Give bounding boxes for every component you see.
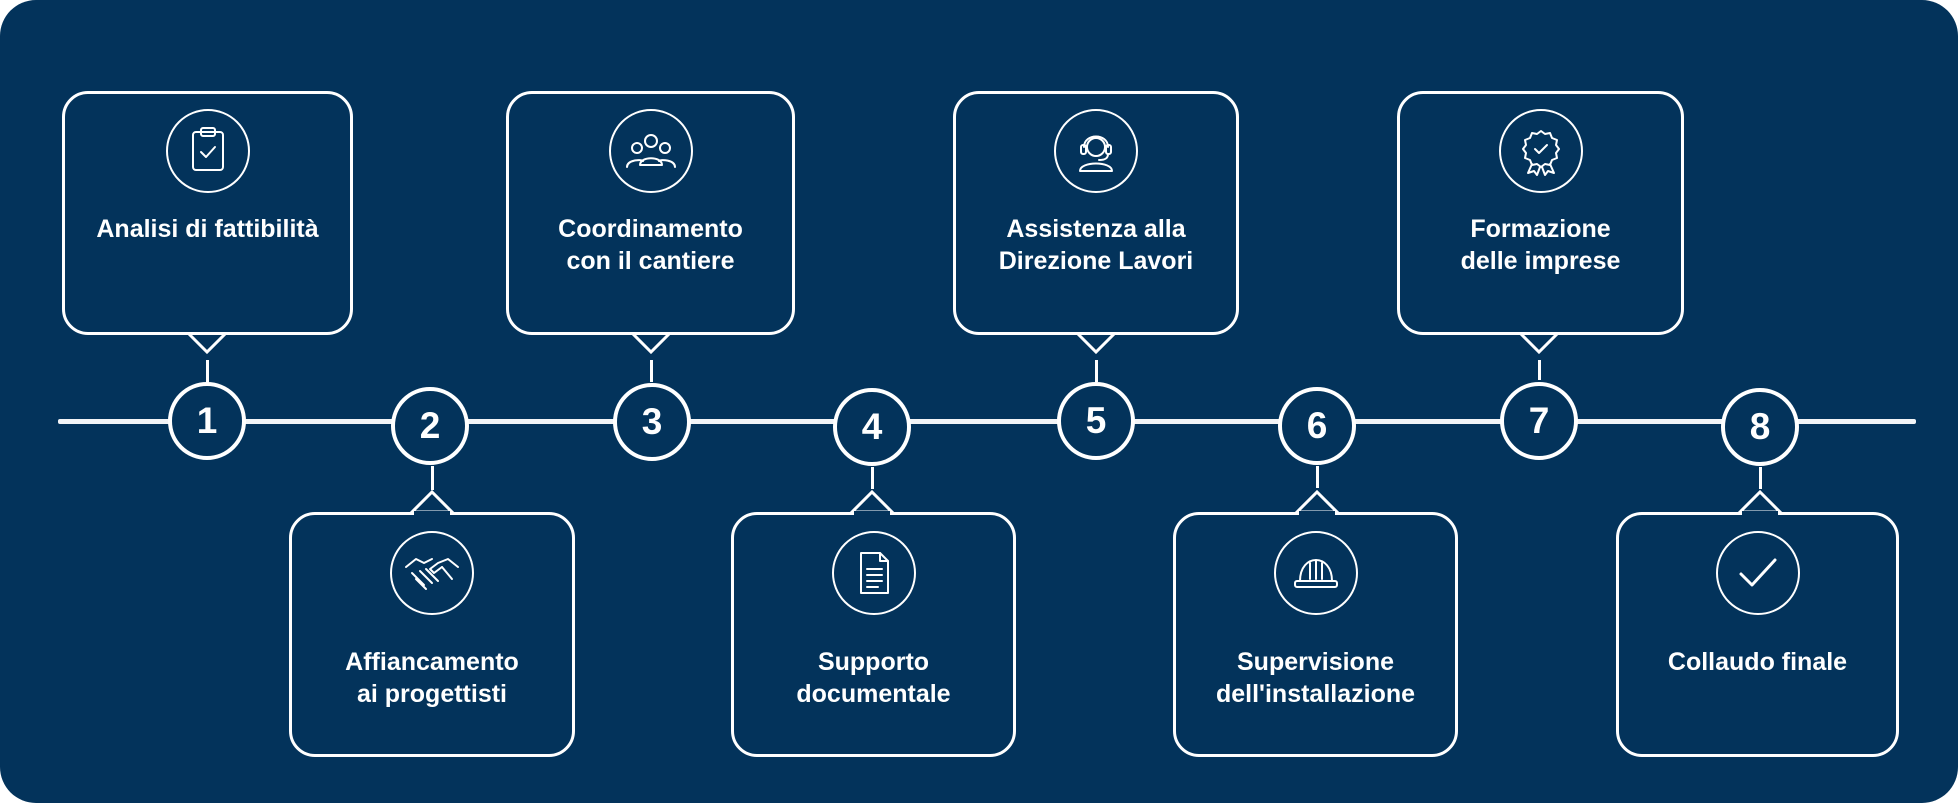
step-card-6: Supervisione dell'installazione: [1173, 512, 1458, 757]
hard-hat-icon: [1273, 531, 1358, 615]
step-label-5: Assistenza alla Direzione Lavori: [998, 215, 1194, 275]
step-number-8: 8: [1721, 388, 1799, 466]
step-card-5: Assistenza alla Direzione Lavori: [953, 91, 1239, 335]
step-card-1: Analisi di fattibilità: [62, 91, 353, 335]
checkmark-icon: [1715, 531, 1800, 615]
step-number-3: 3: [613, 383, 691, 461]
connector-stem-2: [430, 466, 434, 490]
step-label-4: Supporto documentale: [796, 648, 951, 708]
step-number-2: 2: [391, 387, 469, 465]
card-pointer-6: [1293, 489, 1341, 516]
step-label-1: Analisi di fattibilità: [96, 215, 319, 243]
connector-stem-3: [649, 360, 653, 382]
connector-stem-7: [1537, 360, 1541, 380]
card-pointer-1: [183, 328, 231, 355]
document-icon: [831, 531, 916, 615]
step-number-5: 5: [1057, 382, 1135, 460]
step-label-8: Collaudo finale: [1667, 648, 1848, 676]
step-card-3: Coordinamento con il cantiere: [506, 91, 795, 335]
headset-operator-icon: [1054, 109, 1138, 193]
clipboard-check-icon: [165, 109, 250, 193]
connector-stem-8: [1758, 467, 1762, 489]
connector-stem-6: [1315, 466, 1319, 488]
step-label-7: Formazione delle imprese: [1460, 215, 1621, 275]
connector-stem-4: [870, 467, 874, 489]
step-card-2: Affiancamento ai progettisti: [289, 512, 575, 757]
card-pointer-3: [627, 328, 675, 355]
connector-stem-5: [1094, 360, 1098, 382]
timeline-line: [58, 419, 1916, 424]
step-card-8: Collaudo finale: [1616, 512, 1899, 757]
step-number-1: 1: [168, 382, 246, 460]
card-pointer-2: [408, 489, 456, 516]
step-number-6: 6: [1278, 387, 1356, 465]
connector-stem-1: [205, 360, 209, 384]
step-label-3: Coordinamento con il cantiere: [558, 215, 743, 275]
handshake-icon: [390, 531, 474, 615]
card-pointer-5: [1072, 328, 1120, 355]
card-pointer-7: [1515, 328, 1563, 355]
award-badge-icon: [1498, 109, 1583, 193]
step-label-2: Affiancamento ai progettisti: [345, 648, 519, 708]
card-pointer-4: [848, 489, 896, 516]
step-label-6: Supervisione dell'installazione: [1215, 648, 1416, 708]
step-card-7: Formazione delle imprese: [1397, 91, 1684, 335]
step-number-7: 7: [1500, 382, 1578, 460]
step-card-4: Supporto documentale: [731, 512, 1016, 757]
card-pointer-8: [1736, 489, 1784, 516]
team-icon: [608, 109, 693, 193]
step-number-4: 4: [833, 388, 911, 466]
